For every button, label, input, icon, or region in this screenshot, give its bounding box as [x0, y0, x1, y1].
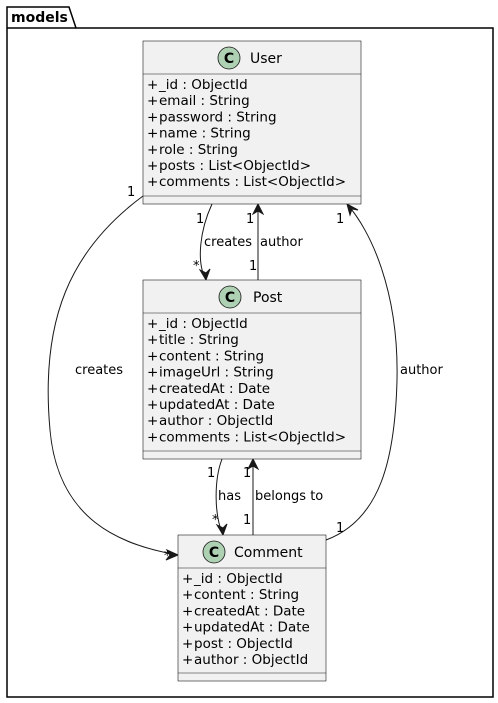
attribute: imageUrl : String: [159, 365, 274, 381]
class-post: C Post +_id : ObjectId+title : String+co…: [142, 279, 362, 460]
package-title: models: [11, 10, 68, 26]
edge-user-creates-comment: 1 creates *: [47, 185, 180, 564]
edge-post-author-user: 1 author 1: [246, 202, 303, 280]
package-models: models: [6, 6, 494, 698]
attribute: email : String: [159, 93, 250, 109]
class-badge-icon: [202, 540, 226, 564]
class-user: C User +_id : ObjectId+email : String+pa…: [142, 40, 362, 205]
edge-label: belongs to: [255, 489, 323, 504]
class-name: Post: [253, 290, 283, 306]
attribute-visibility: +: [147, 332, 158, 348]
attribute: title : String: [159, 332, 239, 348]
attribute: createdAt : Date: [194, 603, 305, 619]
svg-text:C: C: [209, 545, 219, 561]
edge-label: creates: [75, 363, 123, 378]
attribute: _id : ObjectId: [193, 571, 283, 587]
edge-label: author: [400, 363, 443, 378]
class-name: Comment: [234, 545, 303, 561]
attribute: content : String: [194, 587, 299, 603]
attribute: post : ObjectId: [194, 636, 293, 652]
attribute: name : String: [159, 126, 251, 142]
edge-mult-from: 1: [243, 513, 251, 528]
class-badge-icon: [217, 46, 241, 70]
attribute: updatedAt : Date: [159, 397, 275, 413]
attribute: author : ObjectId: [159, 413, 273, 429]
edge-mult-from: 1: [249, 259, 257, 274]
attribute-visibility: +: [147, 429, 158, 445]
attribute-visibility: +: [147, 158, 158, 174]
attribute-visibility: +: [182, 620, 193, 636]
edge-mult-to: *: [212, 513, 219, 528]
edge-mult-from: 1: [207, 466, 215, 481]
svg-text:C: C: [225, 290, 235, 306]
class-name: User: [250, 51, 282, 67]
attribute: _id : ObjectId: [158, 316, 248, 332]
attribute-visibility: +: [147, 316, 158, 332]
edge-mult-to: 1: [336, 212, 344, 227]
attribute-visibility: +: [147, 381, 158, 397]
edge-label: author: [260, 235, 303, 250]
edge-mult-to: *: [164, 549, 171, 564]
attribute: comments : List<ObjectId>: [159, 429, 346, 445]
attribute-visibility: +: [182, 636, 193, 652]
attribute: comments : List<ObjectId>: [159, 174, 346, 190]
attribute-visibility: +: [147, 365, 158, 381]
attribute-visibility: +: [147, 77, 158, 93]
edge-post-has-comment: 1 has *: [207, 458, 241, 537]
attribute-visibility: +: [182, 652, 193, 668]
attribute-visibility: +: [147, 174, 158, 190]
edge-mult-to: 1: [243, 466, 251, 481]
edge-label: creates: [204, 235, 252, 250]
class-comment: C Comment +_id : ObjectId+content : Stri…: [177, 534, 327, 682]
attribute: updatedAt : Date: [194, 620, 310, 636]
edge-label: has: [218, 489, 241, 504]
attribute: role : String: [159, 142, 238, 158]
attribute: createdAt : Date: [159, 381, 270, 397]
attribute: _id : ObjectId: [158, 77, 248, 93]
class-badge-icon: [218, 285, 242, 309]
attribute: password : String: [159, 109, 277, 125]
attribute-visibility: +: [182, 587, 193, 603]
svg-text:C: C: [224, 51, 234, 67]
attribute: posts : List<ObjectId>: [159, 158, 311, 174]
attribute-visibility: +: [147, 109, 158, 125]
attribute-visibility: +: [147, 93, 158, 109]
edge-comment-belongs-post: 1 belongs to 1: [243, 457, 323, 535]
edge-mult-from: 1: [127, 185, 135, 200]
attribute-visibility: +: [182, 571, 193, 587]
attribute-visibility: +: [147, 348, 158, 364]
attribute-visibility: +: [182, 603, 193, 619]
edge-user-creates-post: 1 creates *: [193, 203, 252, 282]
attribute-visibility: +: [147, 126, 158, 142]
attribute-visibility: +: [147, 413, 158, 429]
attribute-visibility: +: [147, 142, 158, 158]
attribute: author : ObjectId: [194, 652, 308, 668]
edge-mult-to: 1: [246, 212, 254, 227]
edge-mult-from: 1: [336, 521, 344, 536]
attribute-visibility: +: [147, 397, 158, 413]
edge-mult-to: *: [193, 259, 200, 274]
attribute: content : String: [159, 348, 264, 364]
edge-mult-from: 1: [196, 212, 204, 227]
edge-comment-author-user: 1 author 1: [325, 202, 443, 541]
